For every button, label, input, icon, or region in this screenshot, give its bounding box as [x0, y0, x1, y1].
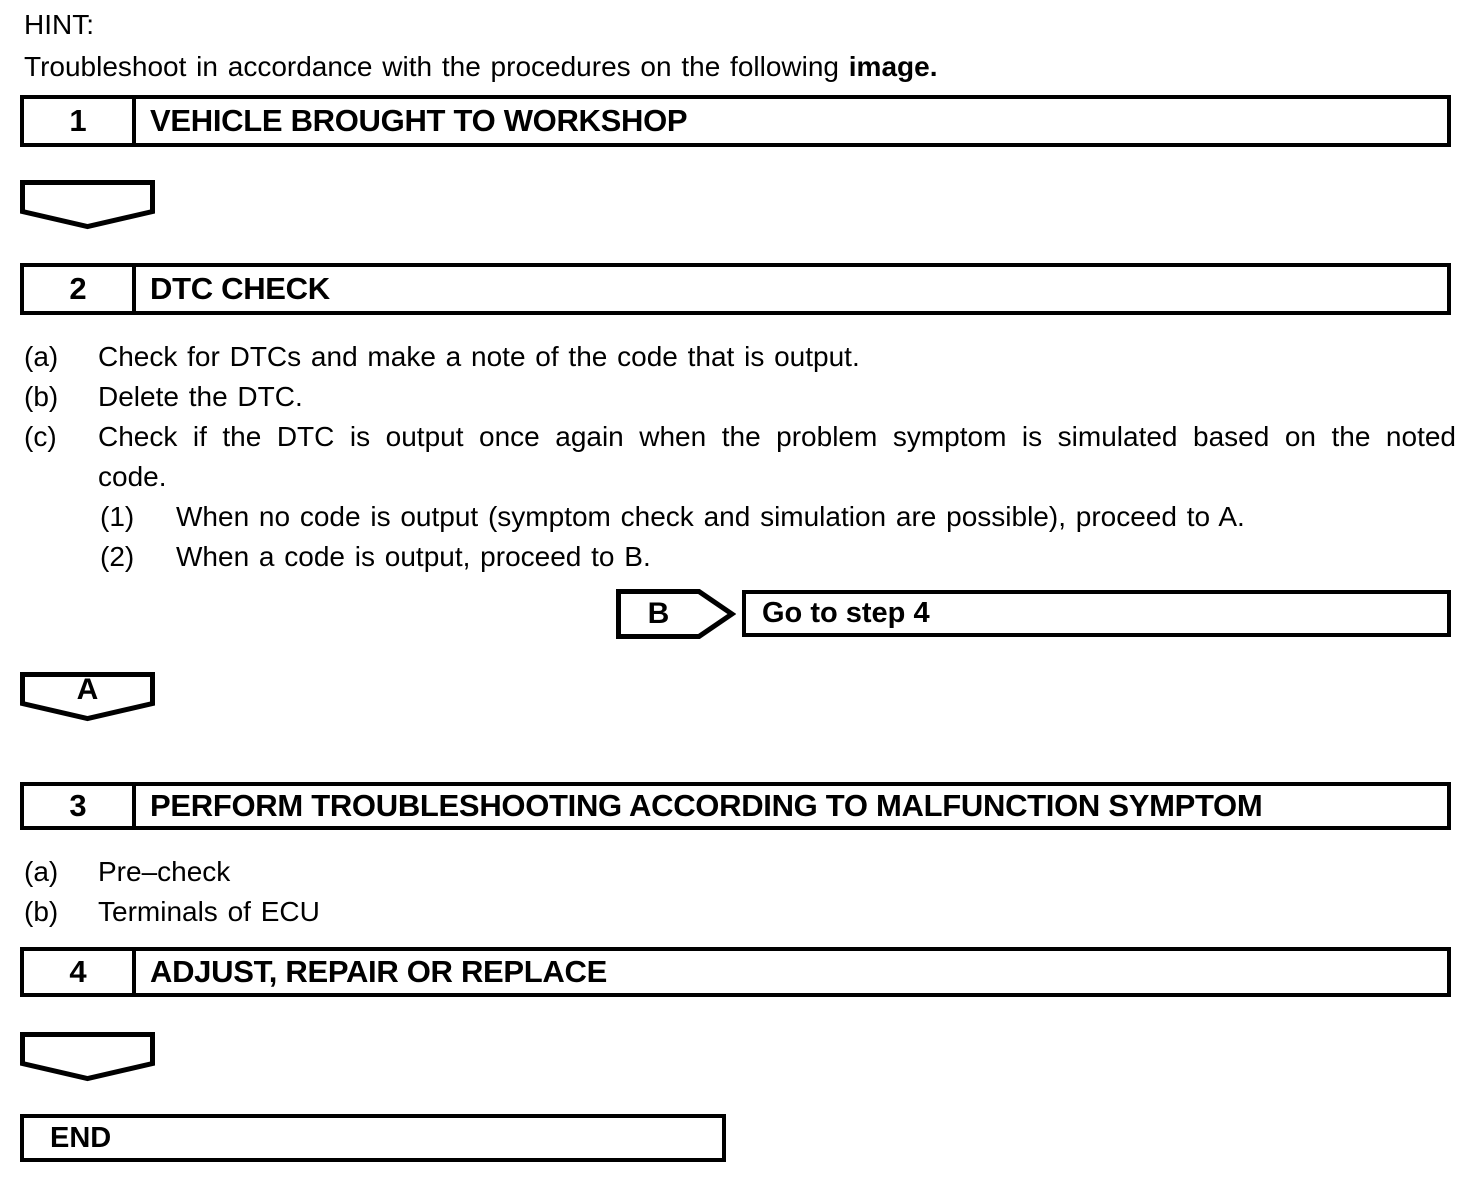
hint-text: Troubleshoot in accordance with the proc…	[24, 50, 937, 84]
branch-b-label: B	[647, 596, 670, 630]
list-item-label: (b)	[24, 896, 59, 927]
list-item-text: Pre–check	[98, 856, 231, 887]
step-2-title: DTC CHECK	[150, 271, 330, 306]
list-item-text-line2: code.	[98, 461, 167, 492]
step-3-title: PERFORM TROUBLESHOOTING ACCORDING TO MAL…	[150, 788, 1263, 823]
step-2-number: 2	[24, 267, 136, 311]
step-box-2: 2 DTC CHECK	[20, 263, 1451, 315]
list-item-label: (c)	[24, 421, 57, 452]
goto-step-4-box: Go to step 4	[742, 590, 1451, 637]
step-1-title: VEHICLE BROUGHT TO WORKSHOP	[150, 103, 688, 138]
step-4-title: ADJUST, REPAIR OR REPLACE	[150, 954, 607, 989]
hint-text-normal: Troubleshoot in accordance with the proc…	[24, 51, 849, 82]
list-item-text: Check for DTCs and make a note of the co…	[98, 341, 860, 372]
list-item-label: (a)	[24, 856, 59, 887]
flow-down-connector-icon	[20, 180, 155, 230]
step-box-3: 3 PERFORM TROUBLESHOOTING ACCORDING TO M…	[20, 782, 1451, 830]
end-box: END	[20, 1114, 726, 1162]
step-4-number: 4	[24, 951, 136, 993]
sublist-item-label: (1)	[100, 501, 135, 532]
hint-text-bold: image.	[848, 51, 938, 82]
branch-b-arrow-icon: B	[616, 589, 737, 639]
flow-down-connector-icon	[20, 1032, 155, 1082]
sublist-item-text: When no code is output (symptom check an…	[176, 501, 1245, 532]
connector-a-label: A	[76, 672, 99, 706]
step-box-1: 1 VEHICLE BROUGHT TO WORKSHOP	[20, 95, 1451, 147]
list-item-text-line1: Check if the DTC is output once again wh…	[98, 421, 1456, 452]
end-label: END	[50, 1121, 112, 1154]
step-1-number: 1	[24, 99, 136, 143]
goto-step-4-label: Go to step 4	[762, 597, 930, 629]
list-item-label: (a)	[24, 341, 59, 372]
sublist-item-text: When a code is output, proceed to B.	[176, 541, 651, 572]
step-box-4: 4 ADJUST, REPAIR OR REPLACE	[20, 947, 1451, 997]
list-item-text: Terminals of ECU	[98, 896, 320, 927]
sublist-item-label: (2)	[100, 541, 135, 572]
step-3-number: 3	[24, 786, 136, 826]
list-item-text: Delete the DTC.	[98, 381, 303, 412]
hint-label: HINT:	[24, 9, 94, 40]
list-item-label: (b)	[24, 381, 59, 412]
flow-connector-a-icon: A	[20, 672, 155, 722]
